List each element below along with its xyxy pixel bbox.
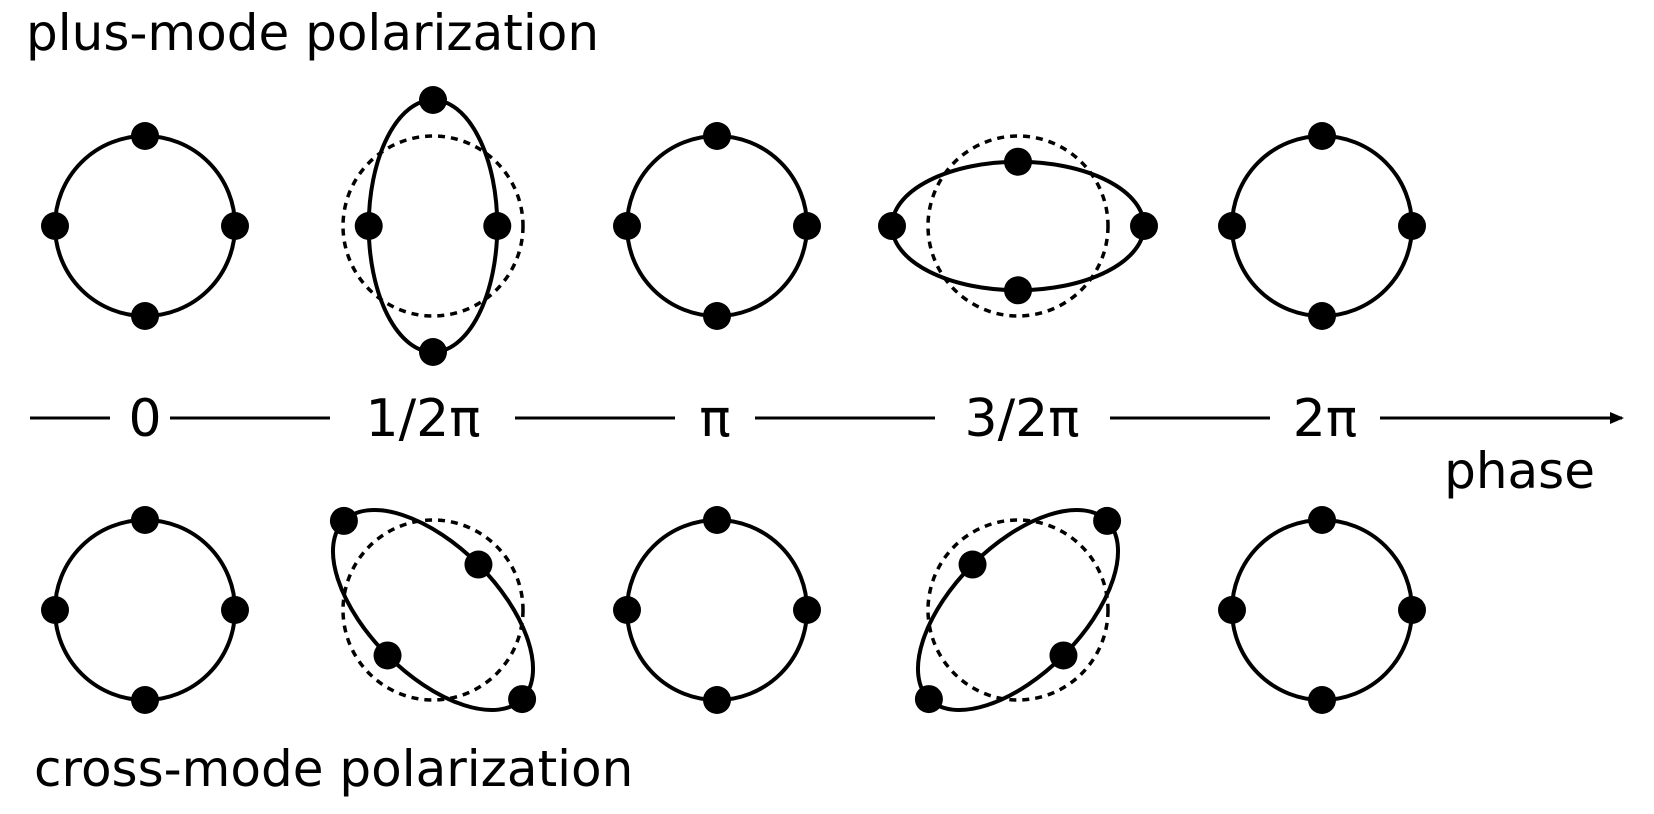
deformed-ring [625,134,809,318]
test-particle [878,212,906,240]
deformed-ring [53,134,237,318]
cross-mode-ring-snapshot [1218,506,1426,714]
test-particle [1308,506,1336,534]
test-particle [914,685,943,714]
test-particle [329,506,358,535]
test-particle [131,122,159,150]
tick-label-half-pi: 1/2π [366,389,481,449]
tick-label-0: 0 [128,389,161,449]
cross-mode-ring-snapshot [41,506,249,714]
reference-ring [341,134,525,318]
deformed-ring [366,98,500,354]
deformed-ring [625,518,809,702]
test-particle [354,212,383,240]
test-particle [793,596,821,624]
test-particle [1093,506,1122,535]
test-particle [1218,596,1246,624]
test-particle [1004,147,1032,176]
reference-ring [341,518,525,702]
test-particle [1130,212,1158,240]
cross-mode-ring-snapshot [329,506,537,714]
test-particle [1218,212,1246,240]
test-particle [958,550,987,579]
tick-label-pi: π [699,389,730,449]
test-particle [419,338,447,366]
reference-ring [926,134,1110,318]
plus-mode-ring-snapshot [41,122,249,330]
test-particle [793,212,821,240]
tick-label-three-half-pi: 3/2π [965,389,1080,449]
cross-mode-title: cross-mode polarization [34,740,633,798]
test-particle [1049,641,1078,670]
plus-mode-ring-snapshot [878,134,1158,318]
test-particle [373,641,402,670]
test-particle [221,596,249,624]
cross-mode-ring-snapshot [914,506,1122,714]
test-particle [464,550,493,579]
test-particle [703,506,731,534]
test-particle [419,86,447,114]
plus-mode-row [41,86,1426,366]
test-particle [703,122,731,150]
test-particle [1004,276,1032,305]
test-particle [703,302,731,330]
test-particle [131,506,159,534]
axis-label-phase: phase [1444,442,1595,500]
test-particle [613,212,641,240]
cross-mode-row [41,506,1426,714]
test-particle [41,212,69,240]
deformed-ring [1230,518,1414,702]
tick-label-two-pi: 2π [1293,389,1357,449]
cross-mode-ring-snapshot [613,506,821,714]
test-particle [508,685,537,714]
test-particle [131,686,159,714]
plus-mode-title: plus-mode polarization [26,4,599,62]
test-particle [41,596,69,624]
test-particle [483,212,512,240]
deformed-ring [890,159,1146,293]
deformed-ring [53,518,237,702]
phase-axis: 0 1/2π π 3/2π 2π phase [30,389,1624,500]
test-particle [703,686,731,714]
test-particle [1398,212,1426,240]
test-particle [221,212,249,240]
test-particle [1308,122,1336,150]
test-particle [1308,302,1336,330]
reference-ring [926,518,1110,702]
test-particle [1308,686,1336,714]
plus-mode-ring-snapshot [613,122,821,330]
plus-mode-ring-snapshot [341,86,525,366]
test-particle [131,302,159,330]
test-particle [1398,596,1426,624]
plus-mode-ring-snapshot [1218,122,1426,330]
deformed-ring [1230,134,1414,318]
test-particle [613,596,641,624]
